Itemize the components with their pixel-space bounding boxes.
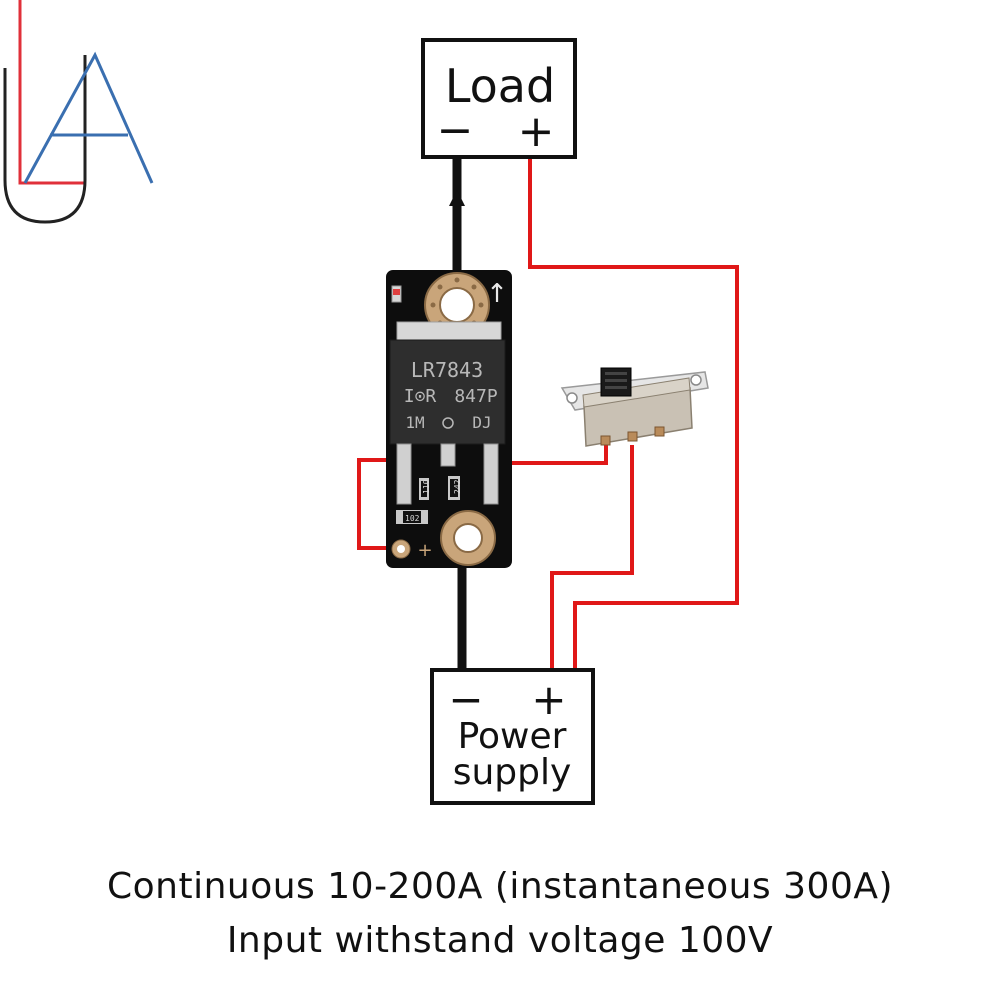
power-supply-box: − + Power supply (430, 668, 595, 805)
svg-text:102: 102 (405, 514, 420, 523)
wire-switch-to-power-plus (550, 445, 634, 672)
logo-u-stroke (3, 55, 87, 224)
chip-logo: I⊙R (404, 386, 437, 407)
mosfet-body (389, 339, 506, 445)
mosfet-board: ↑ LR7843 I⊙R 847P 1M DJ 110 242 10 (386, 270, 512, 568)
power-plus: + (531, 675, 566, 724)
load-box: Load − + (421, 38, 577, 159)
chip-line1: LR7843 (411, 358, 483, 382)
arrow-head (449, 190, 465, 206)
chip-line3-left: 1M (405, 413, 424, 432)
switch-body-top (582, 377, 691, 408)
svg-text:110: 110 (422, 479, 431, 494)
wire-board-to-switch (512, 443, 608, 465)
resistor-2: 242 (448, 476, 462, 500)
wire-board-loop (357, 458, 398, 550)
load-title: Load (445, 59, 555, 113)
power-minus: − (448, 675, 483, 724)
switch-pins (600, 426, 665, 446)
chip-code: 847P (454, 386, 498, 407)
red-wires (357, 155, 739, 672)
chip-line3-right: DJ (472, 413, 491, 432)
mosfet-tab (396, 321, 502, 343)
wire-load-plus-to-switch (528, 155, 739, 672)
power-label-line2: supply (453, 752, 572, 793)
load-plus: + (518, 106, 555, 157)
logo-red-stroke (18, 0, 85, 185)
board-arrow: ↑ (486, 279, 508, 309)
resistor-3: 102 (396, 510, 428, 524)
slide-switch (560, 367, 709, 447)
chip-dot (442, 417, 454, 429)
svg-text:242: 242 (453, 479, 462, 494)
logo-a-stroke (23, 51, 154, 184)
pad-plus-label: + (417, 540, 432, 561)
caption-line-2: Input withstand voltage 100V (226, 920, 774, 961)
caption-line-1: Continuous 10-200A (instantaneous 300A) (106, 866, 894, 907)
mosfet-legs (396, 443, 499, 505)
power-label-line1: Power (458, 716, 567, 757)
load-minus: − (437, 105, 474, 156)
brand-logo (3, 0, 154, 224)
resistor-1: 110 (419, 478, 431, 500)
